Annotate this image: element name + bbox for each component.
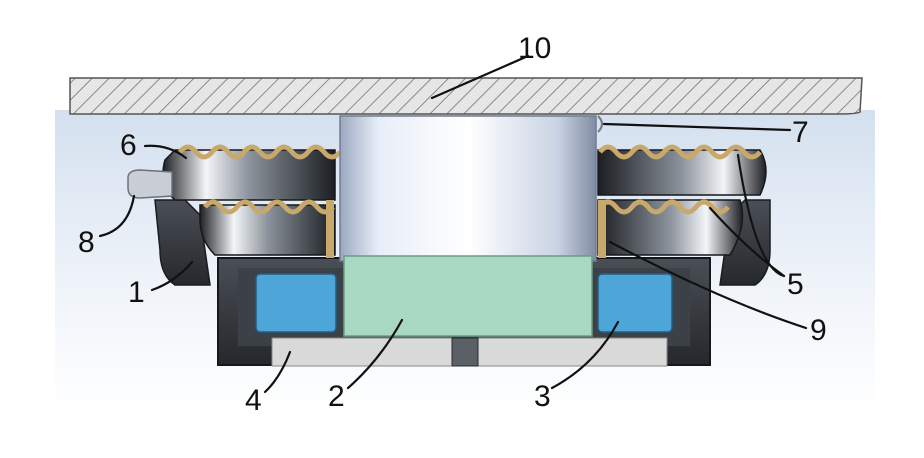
center-block <box>343 255 593 337</box>
label-4: 4 <box>245 384 262 417</box>
leader-10 <box>430 54 530 100</box>
lower-disk-right <box>597 199 744 256</box>
label-3: 3 <box>534 380 551 413</box>
bellows-upper-right <box>598 144 762 160</box>
mounting-plate <box>69 77 863 115</box>
center-cylinder <box>339 115 597 262</box>
leader-2 <box>346 318 404 390</box>
label-9: 9 <box>810 314 827 347</box>
leader-7 <box>602 122 792 132</box>
label-7: 7 <box>792 116 809 149</box>
label-6: 6 <box>120 129 137 162</box>
magnet-left <box>255 273 337 333</box>
label-5: 5 <box>787 268 804 301</box>
leader-4 <box>263 350 292 394</box>
upper-disk-right <box>597 149 767 196</box>
label-1: 1 <box>128 276 145 309</box>
leader-1 <box>150 260 194 292</box>
leader-3 <box>550 320 620 390</box>
nozzle <box>127 169 173 199</box>
bellows-lower-right <box>598 199 730 215</box>
leader-6 <box>143 144 188 160</box>
base-center-bore <box>451 337 479 367</box>
magnet-right <box>597 273 673 333</box>
label-10: 10 <box>518 32 551 65</box>
bellows-upper-left <box>178 144 342 160</box>
leader-5a <box>736 153 786 278</box>
upper-disk-left <box>162 149 336 201</box>
leader-9 <box>608 240 808 330</box>
guide-strip-left <box>326 200 334 258</box>
label-8: 8 <box>78 226 95 259</box>
lower-disk-left <box>199 204 336 256</box>
seal <box>597 115 603 133</box>
leader-5b <box>708 206 786 278</box>
guide-strip-right <box>598 200 606 258</box>
housing-left-flange <box>154 199 211 286</box>
label-2: 2 <box>328 380 345 413</box>
leader-8 <box>98 194 136 238</box>
bellows-lower-left <box>203 199 335 215</box>
